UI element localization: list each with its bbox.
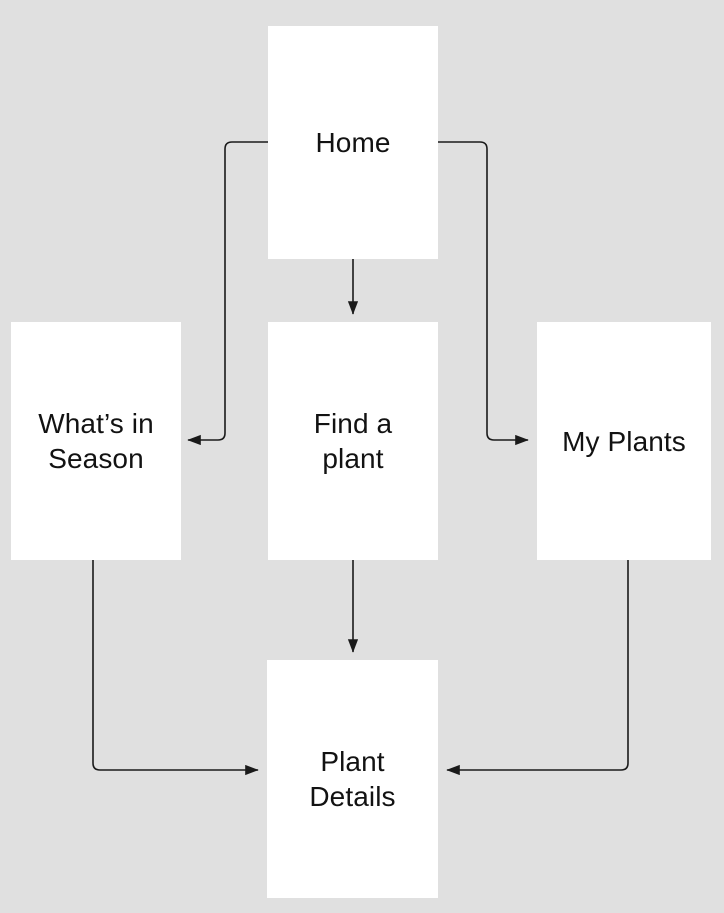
node-home[interactable]: Home (268, 26, 438, 259)
node-whats-in-season-label: What’s in Season (38, 408, 154, 474)
node-plant-details-label: Plant Details (309, 746, 396, 812)
connector-home-to-my-plants (437, 141, 529, 446)
node-home-label: Home (315, 127, 391, 158)
connector-my-plants-to-plant-details (446, 560, 629, 776)
connector-whats-in-season-to-plant-details (92, 560, 259, 776)
node-find-a-plant[interactable]: Find a plant (268, 322, 438, 560)
node-whats-in-season[interactable]: What’s in Season (11, 322, 181, 560)
node-my-plants[interactable]: My Plants (537, 322, 711, 560)
node-find-a-plant-label: Find a plant (313, 408, 393, 474)
node-plant-details[interactable]: Plant Details (267, 660, 438, 898)
connector-home-to-whats-in-season (187, 141, 268, 446)
node-my-plants-label: My Plants (562, 425, 686, 457)
